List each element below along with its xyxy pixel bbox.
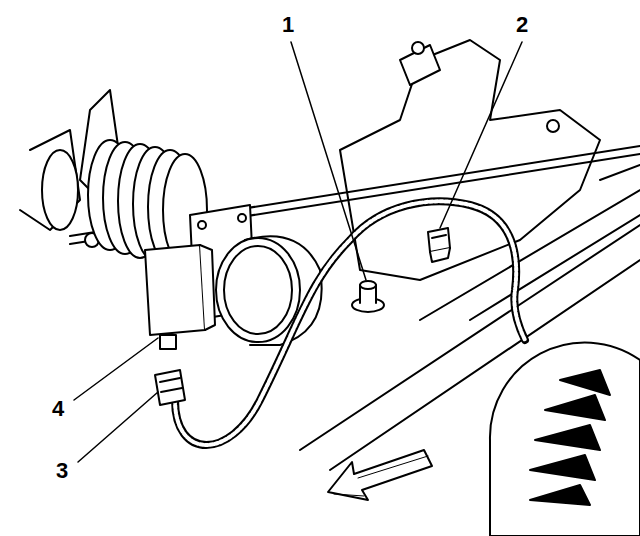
- sensor: [428, 228, 450, 262]
- harness-connector: [155, 370, 185, 405]
- stud: [352, 281, 384, 312]
- callout-number: 1: [282, 14, 294, 36]
- throttle-module: [145, 245, 215, 349]
- leader-lines: [74, 42, 522, 462]
- throttle-body: [190, 205, 322, 345]
- cooling-fan: [490, 342, 640, 536]
- direction-arrow: [328, 450, 432, 500]
- callout-number: 3: [56, 460, 68, 482]
- callout-number: 2: [516, 14, 528, 36]
- callout-number: 4: [52, 398, 64, 420]
- wiring-harness: [175, 201, 525, 445]
